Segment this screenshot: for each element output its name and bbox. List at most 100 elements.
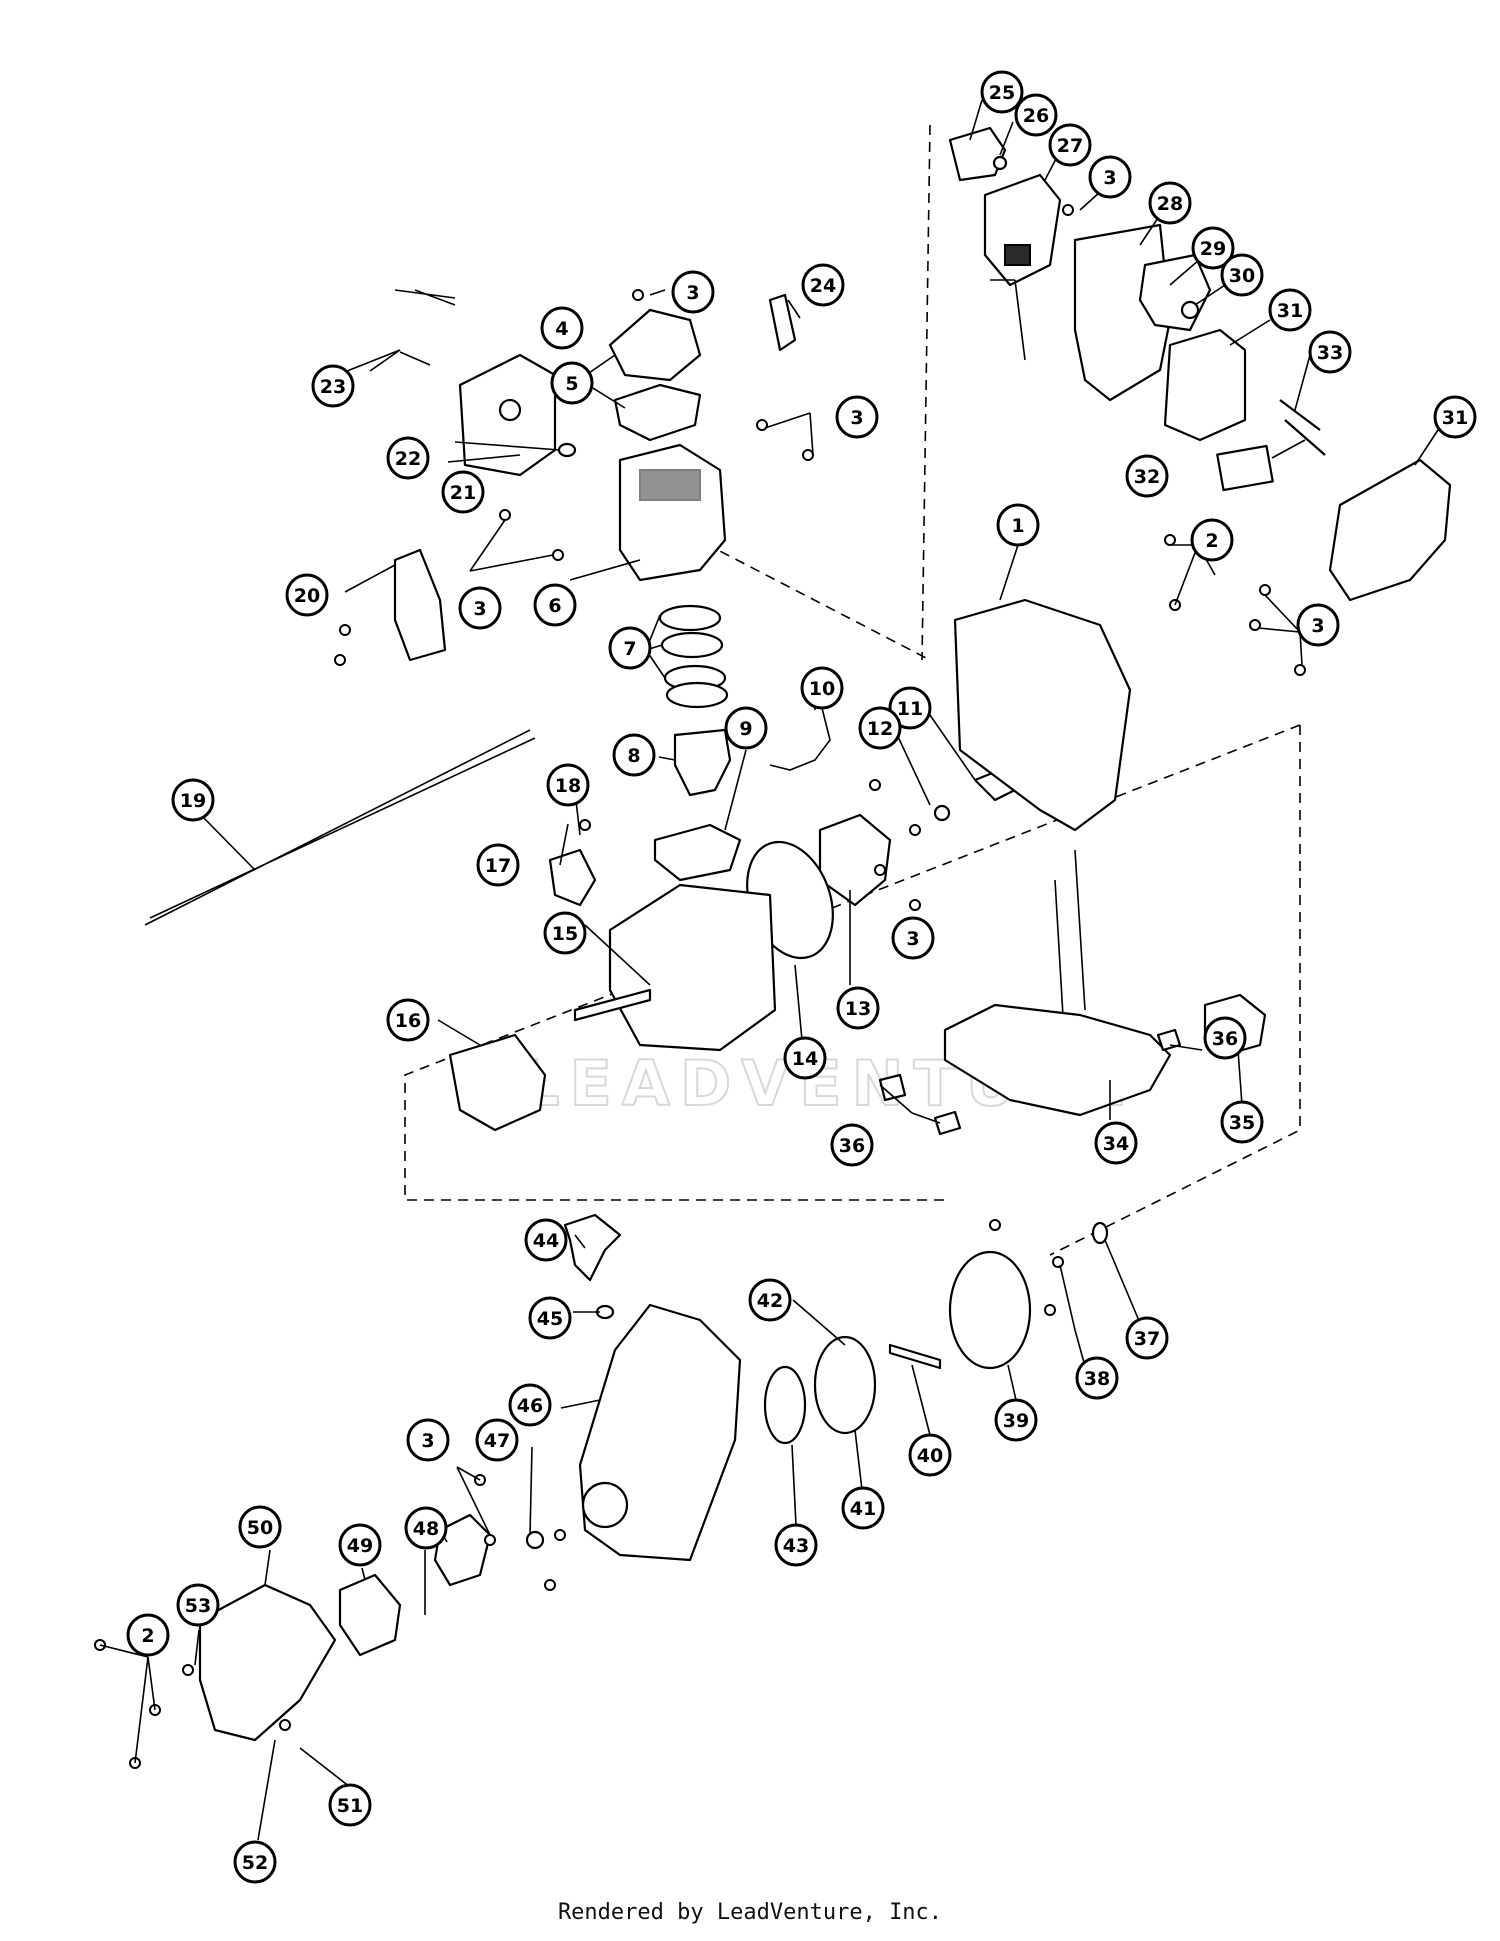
callout-30: 30	[1220, 253, 1264, 297]
svg-text:51: 51	[337, 1795, 363, 1817]
callout-47: 47	[475, 1418, 519, 1462]
svg-text:22: 22	[395, 448, 421, 470]
svg-text:3: 3	[686, 282, 699, 304]
callout-35: 35	[1220, 1100, 1264, 1144]
part-air-filter-base-31	[1163, 328, 1247, 442]
part-handle-44	[563, 1213, 622, 1282]
part-washer-12	[933, 804, 951, 822]
callout-33: 33	[1308, 330, 1352, 374]
svg-text:14: 14	[792, 1048, 818, 1070]
part-oring-21	[557, 442, 577, 458]
callout-22: 22	[386, 436, 430, 480]
svg-text:3: 3	[906, 928, 919, 950]
callout-43: 43	[774, 1523, 818, 1567]
svg-text:31: 31	[1277, 300, 1303, 322]
callout-20: 20	[285, 573, 329, 617]
part-gasket-9	[653, 823, 742, 882]
svg-text:27: 27	[1057, 135, 1083, 157]
callout-14: 14	[783, 1036, 827, 1080]
callout-29: 29	[1191, 226, 1235, 270]
svg-text:43: 43	[783, 1535, 809, 1557]
svg-text:10: 10	[809, 678, 835, 700]
svg-text:28: 28	[1157, 193, 1183, 215]
svg-text:42: 42	[757, 1290, 783, 1312]
callout-15: 15	[543, 911, 587, 955]
svg-text:2: 2	[1205, 530, 1218, 552]
callout-31-base: 31	[1268, 288, 1312, 332]
callout-3-crank-cover: 3	[891, 916, 935, 960]
svg-text:47: 47	[484, 1430, 510, 1452]
callout-21: 21	[441, 470, 485, 514]
svg-text:4: 4	[555, 318, 568, 340]
callout-3-mid: 3	[835, 395, 879, 439]
svg-text:41: 41	[850, 1498, 876, 1520]
callout-36-left: 36	[830, 1123, 874, 1167]
part-gasket-25	[948, 126, 1007, 182]
callout-41: 41	[841, 1486, 885, 1530]
callout-36-right: 36	[1203, 1016, 1247, 1060]
svg-text:5: 5	[565, 373, 578, 395]
svg-text:3: 3	[473, 598, 486, 620]
part-nut-26	[992, 155, 1008, 171]
callout-9: 9	[724, 706, 768, 750]
leader-lines	[99, 99, 1439, 1841]
part-washer-47	[525, 1530, 545, 1550]
svg-text:31: 31	[1442, 407, 1468, 429]
callout-13: 13	[836, 986, 880, 1030]
callout-32: 32	[1125, 454, 1169, 498]
callout-24: 24	[801, 263, 845, 307]
part-filter-32	[1216, 444, 1274, 492]
svg-text:52: 52	[242, 1852, 268, 1874]
callout-28: 28	[1148, 181, 1192, 225]
svg-text:26: 26	[1023, 105, 1049, 127]
part-oring-37	[1091, 1221, 1109, 1245]
part-shaft-40	[888, 1343, 942, 1370]
callout-40: 40	[908, 1433, 952, 1477]
callout-48: 48	[404, 1506, 448, 1550]
part-crankshaft-15	[573, 988, 652, 1022]
callout-6: 6	[533, 583, 577, 627]
part-crankcase-15	[608, 883, 777, 1052]
svg-text:32: 32	[1134, 466, 1160, 488]
callout-7: 7	[608, 626, 652, 670]
callout-10: 10	[800, 666, 844, 710]
svg-text:18: 18	[555, 775, 581, 797]
svg-text:9: 9	[739, 718, 752, 740]
footer-credit: Rendered by LeadVenture, Inc.	[557, 1900, 943, 1925]
svg-text:17: 17	[485, 855, 511, 877]
callout-46: 46	[508, 1383, 552, 1427]
callout-34: 34	[1094, 1121, 1138, 1165]
part-piston-8	[673, 728, 732, 797]
callout-18: 18	[546, 763, 590, 807]
svg-text:24: 24	[810, 275, 836, 297]
part-piston-ring-7a	[658, 604, 722, 632]
svg-text:37: 37	[1134, 1328, 1160, 1350]
part-bracket-27-block	[1004, 244, 1031, 266]
svg-text:35: 35	[1229, 1112, 1255, 1134]
svg-text:44: 44	[533, 1230, 559, 1252]
callout-19: 19	[171, 778, 215, 822]
part-piston-ring-7b	[660, 631, 724, 659]
part-carburetor-29	[1138, 253, 1212, 332]
callout-53: 53	[176, 1583, 220, 1627]
part-air-filter-cover-31	[1328, 458, 1452, 602]
svg-text:39: 39	[1003, 1410, 1029, 1432]
svg-text:50: 50	[247, 1517, 273, 1539]
part-fuel-line-10	[769, 699, 831, 771]
callout-17: 17	[476, 843, 520, 887]
callout-44: 44	[524, 1218, 568, 1262]
svg-text:23: 23	[320, 376, 346, 398]
part-clutch-48	[433, 1513, 492, 1587]
svg-text:40: 40	[917, 1445, 943, 1467]
svg-text:1: 1	[1011, 515, 1024, 537]
svg-text:13: 13	[845, 998, 871, 1020]
part-flywheel-16	[448, 1033, 547, 1132]
callout-4: 4	[540, 306, 584, 350]
callout-26: 26	[1014, 93, 1058, 137]
part-starter-housing-46-hub	[581, 1481, 629, 1529]
svg-text:49: 49	[347, 1535, 373, 1557]
svg-text:20: 20	[294, 585, 320, 607]
part-pulley-41	[813, 1335, 877, 1435]
svg-text:3: 3	[421, 1430, 434, 1452]
